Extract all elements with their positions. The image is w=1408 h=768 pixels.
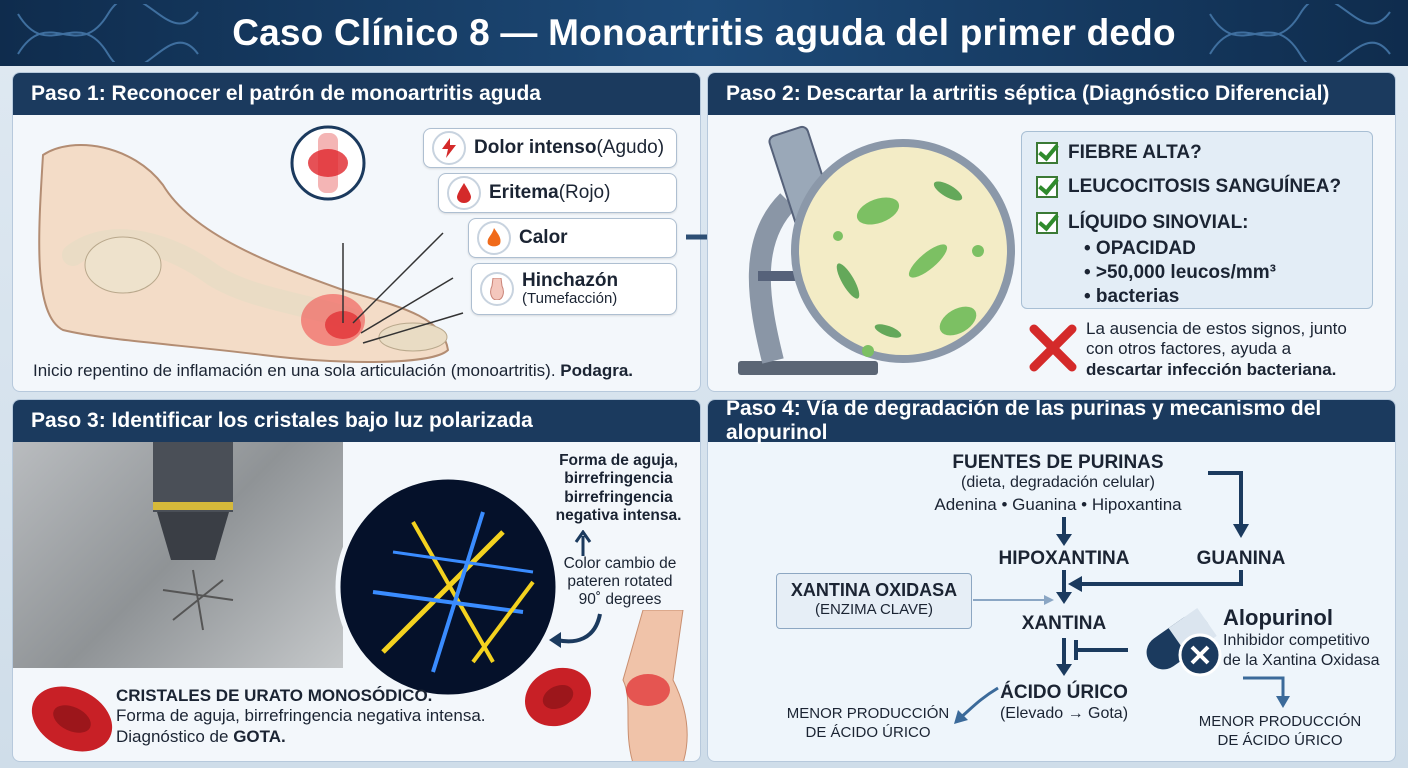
check-leucocitosis-label: LEUCOCITOSIS SANGUÍNEA? <box>1068 176 1342 197</box>
step2-note-line2: con otros factores, ayuda a <box>1086 339 1292 359</box>
less-production-right: MENOR PRODUCCIÓN DE ÁCIDO ÚRICO <box>1190 713 1370 751</box>
step3-heading: Paso 3: Identificar los cristales bajo l… <box>13 400 700 442</box>
crystal-diagnosis-text: Diagnóstico de <box>116 726 234 746</box>
crystal-title: CRISTALES DE URATO MONOSÓDICO. <box>116 686 433 705</box>
symptom-eritema-extra: (Rojo) <box>558 182 611 203</box>
drop-icon <box>447 176 481 210</box>
step2-heading: Paso 2: Descartar la artritis séptica (D… <box>708 73 1395 115</box>
step1-caption-text: Inicio repentino de inflamación en una s… <box>33 361 561 380</box>
dna-decoration-left <box>17 4 199 62</box>
step3-panel: Paso 3: Identificar los cristales bajo l… <box>12 399 701 762</box>
step4-panel: Paso 4: Vía de degradación de las purina… <box>707 399 1396 762</box>
less-right-line2: DE ÁCIDO ÚRICO <box>1217 731 1343 749</box>
red-blood-cell-icon <box>31 686 113 752</box>
sub-bacterias: • bacterias <box>1084 286 1180 307</box>
checkbox-icon <box>1036 212 1058 234</box>
sources-list: Adenina • Guanina • Hipoxantina <box>934 495 1182 514</box>
drug-desc-2: de la Xantina Oxidasa <box>1223 652 1380 669</box>
red-blood-cell-icon <box>524 667 592 727</box>
lightning-icon <box>432 131 466 165</box>
swelling-icon <box>480 272 514 306</box>
label-color: Color cambio de pateren rotated 90˚ degr… <box>556 555 684 608</box>
acido-urico-note: (Elevado → Gota) <box>999 705 1129 722</box>
drug-name: Alopurinol <box>1223 605 1333 630</box>
pointer-lines <box>342 232 464 344</box>
microscope-icon <box>738 125 1015 375</box>
symptom-dolor: Dolor intenso (Agudo) <box>423 128 677 168</box>
symptom-calor: Calor <box>468 218 677 258</box>
symptom-eritema-label: Eritema <box>489 182 559 203</box>
check-leucocitosis: LEUCOCITOSIS SANGUÍNEA? <box>1036 176 1341 198</box>
less-production-left: MENOR PRODUCCIÓN DE ÁCIDO ÚRICO <box>778 705 958 743</box>
step4-heading: Paso 4: Vía de degradación de las purina… <box>708 400 1395 444</box>
node-xantina: XANTINA <box>1021 613 1107 634</box>
step2-note: La ausencia de estos signos, junto con o… <box>1086 319 1347 380</box>
foot-illustration <box>38 144 450 363</box>
symptom-dolor-extra: (Agudo) <box>596 137 665 158</box>
node-guanina: GUANINA <box>1196 548 1286 569</box>
check-liquido-label: LÍQUIDO SINOVIAL: <box>1068 212 1249 233</box>
page-title: Caso Clínico 8 — Monoartritis aguda del … <box>232 12 1176 53</box>
step1-panel: Paso 1: Reconocer el patrón de monoartri… <box>12 72 701 392</box>
label-color-line2: pateren rotated <box>567 572 673 590</box>
crystal-summary: CRISTALES DE URATO MONOSÓDICO. Forma de … <box>116 686 486 747</box>
arrow-up-icon <box>574 530 592 556</box>
less-right-line1: MENOR PRODUCCIÓN <box>1198 713 1362 730</box>
enzyme-subtitle: (ENZIMA CLAVE) <box>814 601 934 618</box>
symptom-hinchazon-extra: (Tumefacción) <box>522 290 618 308</box>
symptom-dolor-label: Dolor intenso <box>474 137 597 158</box>
curved-arrow-icon <box>549 613 602 648</box>
step1-heading: Paso 1: Reconocer el patrón de monoartri… <box>13 73 700 115</box>
check-liquido: LÍQUIDO SINOVIAL: <box>1036 212 1249 234</box>
checkbox-icon <box>1036 142 1058 164</box>
label-aguja-line3: birrefringencia <box>564 488 673 506</box>
less-left-line1: MENOR PRODUCCIÓN <box>786 705 950 722</box>
check-fiebre: FIEBRE ALTA? <box>1036 142 1202 164</box>
crystal-desc: Forma de aguja, birrefringencia negativa… <box>116 706 486 726</box>
drug-desc-1: Inhibidor competitivo <box>1223 632 1370 649</box>
dna-decoration-right <box>1209 4 1391 62</box>
label-aguja-line2: birrefringencia <box>564 470 673 488</box>
capsule-pill-icon <box>1146 608 1222 677</box>
title-bar: Caso Clínico 8 — Monoartritis aguda del … <box>0 0 1408 66</box>
label-aguja-line1: Forma de aguja, <box>559 452 678 469</box>
symptom-hinchazon: Hinchazón (Tumefacción) <box>471 263 677 315</box>
label-color-line1: Color cambio de <box>563 555 677 572</box>
label-aguja: Forma de aguja, birrefringencia birrefri… <box>551 452 686 525</box>
step1-caption-bold: Podagra. <box>560 361 634 380</box>
checklist-box: FIEBRE ALTA? LEUCOCITOSIS SANGUÍNEA? LÍQ… <box>1021 131 1373 309</box>
objective-lens-icon <box>153 442 233 560</box>
step2-panel: Paso 2: Descartar la artritis séptica (D… <box>707 72 1396 392</box>
symptom-hinchazon-label: Hinchazón <box>522 270 619 292</box>
step2-note-line1: La ausencia de estos signos, junto <box>1086 319 1347 338</box>
crystal-spot-icon <box>162 569 234 631</box>
check-fiebre-label: FIEBRE ALTA? <box>1068 142 1202 163</box>
symptom-eritema: Eritema (Rojo) <box>438 173 677 213</box>
label-aguja-line4: negativa intensa. <box>555 506 682 524</box>
label-color-line3: 90˚ degrees <box>578 590 662 608</box>
step1-caption: Inicio repentino de inflamación en una s… <box>33 361 633 381</box>
pathway-arrows <box>954 471 1290 724</box>
node-acido-urico: ÁCIDO ÚRICO <box>1000 682 1128 703</box>
node-hipoxantina: HIPOXANTINA <box>998 548 1130 569</box>
cross-icon <box>1029 324 1077 372</box>
sub-leucos: • >50,000 leucos/mm³ <box>1084 262 1277 283</box>
checkbox-icon <box>1036 176 1058 198</box>
sub-opacidad: • OPACIDAD <box>1084 238 1196 259</box>
crystal-diagnosis-bold: GOTA. <box>233 726 286 746</box>
joint-inset-icon <box>290 125 366 201</box>
flame-icon <box>477 221 511 255</box>
enzyme-name: XANTINA OXIDASA <box>790 580 958 600</box>
sources-title: FUENTES DE PURINAS <box>952 452 1164 473</box>
sources-subtitle: (dieta, degradación celular) <box>961 474 1155 491</box>
enzyme-box: XANTINA OXIDASA (ENZIMA CLAVE) <box>776 573 972 629</box>
crystal-diagnosis: Diagnóstico de GOTA. <box>116 727 486 747</box>
less-left-line2: DE ÁCIDO ÚRICO <box>805 723 931 741</box>
symptom-calor-label: Calor <box>519 227 568 248</box>
polarized-crystals-view <box>335 474 561 700</box>
knee-joint-icon <box>622 610 688 761</box>
step2-note-bold: descartar infección bacteriana. <box>1086 359 1337 379</box>
